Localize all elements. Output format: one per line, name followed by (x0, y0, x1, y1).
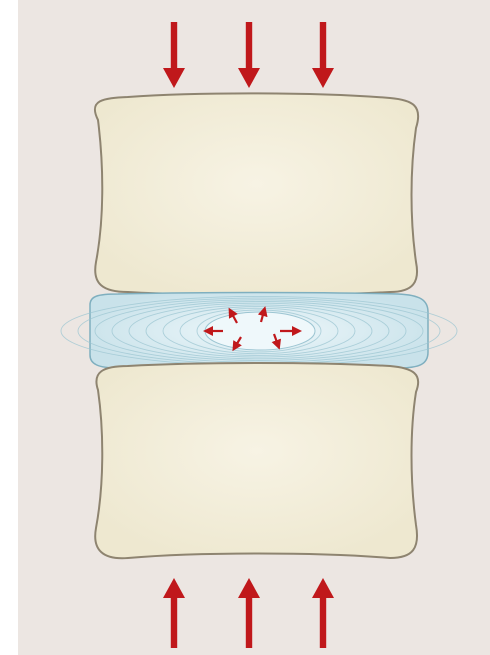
intervertebral-disc (61, 293, 457, 370)
upper-vertebral-body (95, 93, 418, 295)
spine-compression-diagram (18, 0, 490, 655)
diagram-canvas (18, 0, 490, 655)
lower-vertebral-body (95, 363, 418, 558)
